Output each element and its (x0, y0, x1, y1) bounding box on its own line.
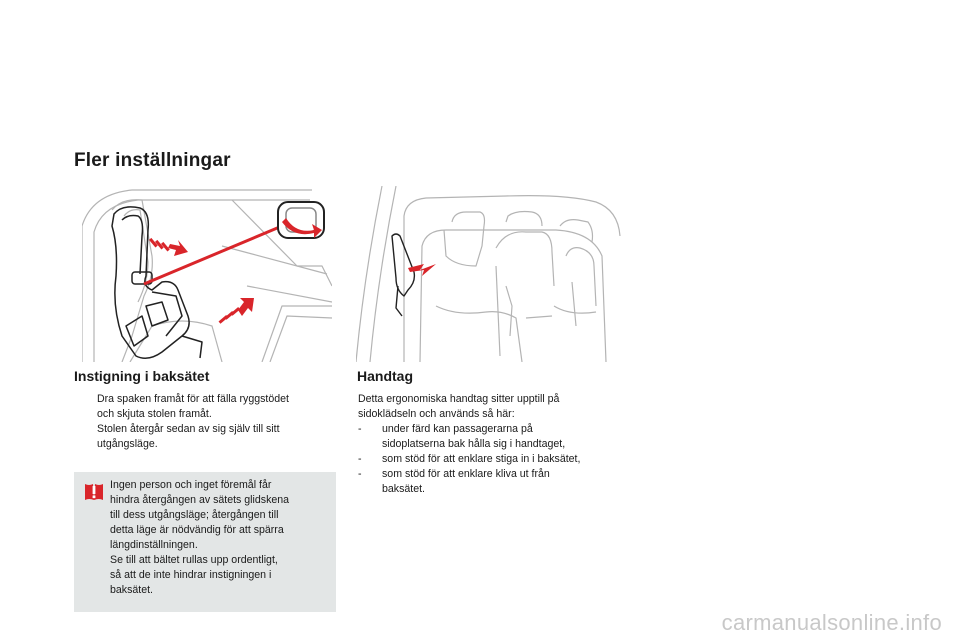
warning-line: detta läge är nödvändig för att spärra (110, 524, 284, 536)
warning-line: Ingen person och inget föremål får (110, 479, 272, 491)
page-title: Fler inställningar (74, 150, 231, 171)
seat-illustration (82, 189, 332, 362)
warning-line: så att de inte hindrar instigningen i (110, 569, 272, 581)
list-item-line: sidoplatserna bak hålla sig i handtaget, (382, 438, 566, 450)
warning-box: Ingen person och inget föremål får hindr… (74, 472, 336, 612)
watermark: carmanualsonline.info (721, 610, 942, 635)
list-item-line: som stöd för att enklare stiga in i baks… (382, 453, 581, 465)
red-arrow-icon (277, 201, 325, 239)
list-item: - som stöd för att enklare stiga in i ba… (358, 452, 628, 467)
list-item: - som stöd för att enklare kliva ut från… (358, 467, 628, 497)
intro-line: sidoklädseln och används så här: (358, 408, 515, 420)
section-heading-handtag: Handtag (357, 368, 413, 384)
handtag-description: Detta ergonomiska handtag sitter upptill… (358, 392, 628, 497)
rear-seat-illustration (356, 186, 621, 362)
intro-line: Detta ergonomiska handtag sitter upptill… (358, 393, 560, 405)
dash-marker: - (358, 453, 362, 465)
list-item-line: under färd kan passagerarna på (382, 423, 533, 435)
list-item-line: som stöd för att enklare kliva ut från (382, 468, 550, 480)
section-heading-instigning: Instigning i baksätet (74, 368, 210, 384)
step-line: utgångsläge. (97, 438, 158, 450)
step-line: och skjuta stolen framåt. (97, 408, 212, 420)
step-line: Dra spaken framåt för att fälla ryggstöd… (97, 393, 289, 405)
step-line: Stolen återgår sedan av sig själv till s… (97, 423, 280, 435)
instruction-step: Dra spaken framåt för att fälla ryggstöd… (76, 392, 332, 452)
red-arrow-icon (408, 264, 436, 276)
list-item: - under färd kan passagerarna på sidopla… (358, 422, 628, 452)
warning-line: till dess utgångsläge; återgången till (110, 509, 279, 521)
red-arrow-icon (218, 298, 254, 324)
warning-line: baksätet. (110, 584, 153, 596)
warning-line: Se till att bältet rullas upp ordentligt… (110, 554, 278, 566)
dash-marker: - (358, 468, 362, 480)
red-arrow-icon (149, 237, 188, 256)
dash-marker: - (358, 423, 362, 435)
warning-icon (85, 484, 103, 500)
warning-line: hindra återgången av sätets glidskena (110, 494, 290, 506)
list-item-line: baksätet. (382, 483, 425, 495)
warning-line: längdinställningen. (110, 539, 198, 551)
